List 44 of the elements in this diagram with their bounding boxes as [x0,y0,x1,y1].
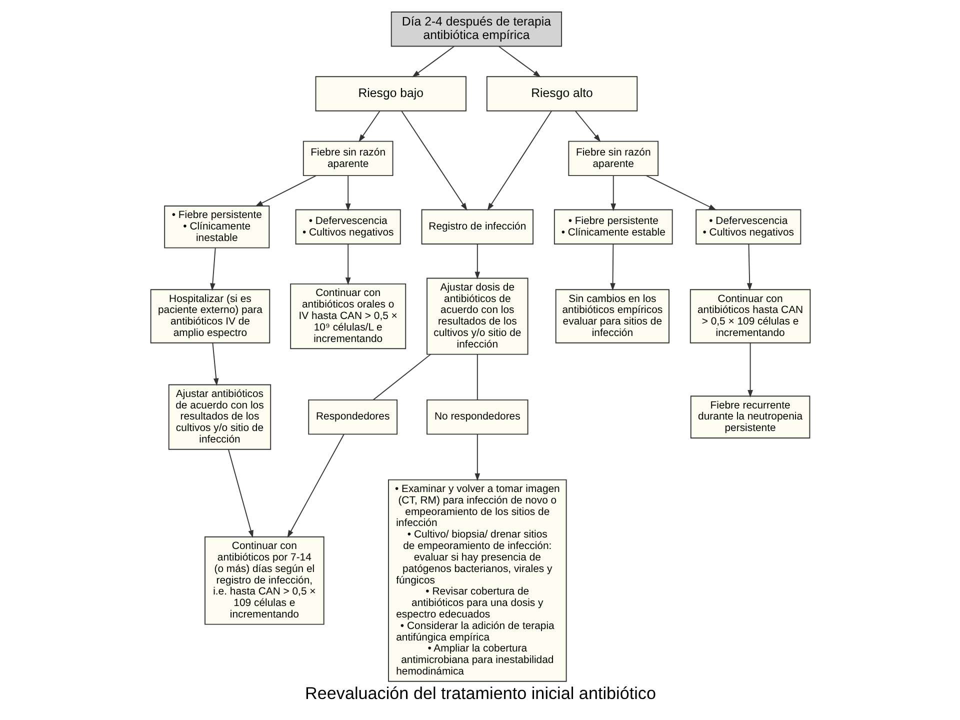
node-box: Hospitalizar (si es paciente externo) para antibióticos IV de amplio espectro [150,289,270,344]
arrow [344,244,350,286]
node-box: Fiebre sin razón aparente [568,140,658,176]
arrow [254,175,316,207]
node-box: Sin cambios en los antibióticos empíricos evaluar para sitios de infección [554,289,669,344]
arrow [474,244,480,280]
arrow [358,110,380,142]
node-box: Registro de infección [420,209,533,244]
caption: Reevaluación del tratamiento inicial antibiótico [304,684,656,703]
node-box: Respondedores [308,399,398,435]
connector [372,354,431,400]
node-box: Riesgo alto [486,76,638,112]
arrow [746,244,752,291]
arrow [610,175,616,212]
arrow [747,342,752,398]
node-box: Día 2-4 después de terapia antibiótica empírica [390,12,562,47]
arrow [286,434,344,538]
node-box: Ajustar antibióticos de acuerdo con los resultados de los cultivos y/o sitio de infección [168,384,271,450]
node-box: Continuar con antibióticos por 7-14 (o más) días según el registro de infección, i.e. hasta CAN > 0,5 × 109 células e incrementando [204,536,324,625]
arrow [645,175,716,210]
arrow [610,244,615,291]
node-box: Riesgo bajo [314,76,466,112]
node-box: Continuar con antibióticos orales o IV hasta CAN > 0,5 × 10⁹ células/L e incrementando [290,283,406,350]
node-box: • Fiebre persistente • Clínicamente inestable [164,206,270,248]
node-box: Ajustar dosis de antibióticos de acuerdo con los resultados de los cultivos y/o sitio de infección [426,278,528,355]
arrow [474,434,480,481]
node-box: • Examinar y volver a tomar imagen (CT, RM) para infección de novo o empeoramiento de los sitios de infección • Cultivo/ biopsia/ drenar sitios de empeoramiento de infección: evaluar si hay presencia de patógenos bacterianos, virales y fúngicos • Revisar cobertura de antibióticos para una dosis y espectro edecuados • Considerar la adición de terapia antifúngica empírica • Ampliar la cobertura antimicrobiana para inestabilidad hemodinámica [388,479,566,682]
node-box: No respondedores [426,399,528,435]
node-box: • Fiebre persistente • Clínicamente estable [553,209,672,244]
connector [476,354,478,400]
node-box: Fiebre sin razón aparente [302,140,393,176]
arrow [498,46,540,78]
node-box: • Defervescencia • Cultivos negativos [695,209,801,244]
arrow [210,248,216,291]
node-box: • Defervescencia • Cultivos negativos [294,209,400,244]
arrow [344,175,350,212]
arrow [486,110,552,211]
arrow [574,110,600,142]
arrow [212,342,218,386]
node-box: Fiebre recurrente durante la neutropenia persistente [690,396,810,438]
arrow [227,449,253,538]
arrow [400,110,467,211]
arrow [412,46,454,78]
node-box: Continuar con antibióticos hasta CAN > 0,5 × 109 células e incrementando [689,289,810,344]
